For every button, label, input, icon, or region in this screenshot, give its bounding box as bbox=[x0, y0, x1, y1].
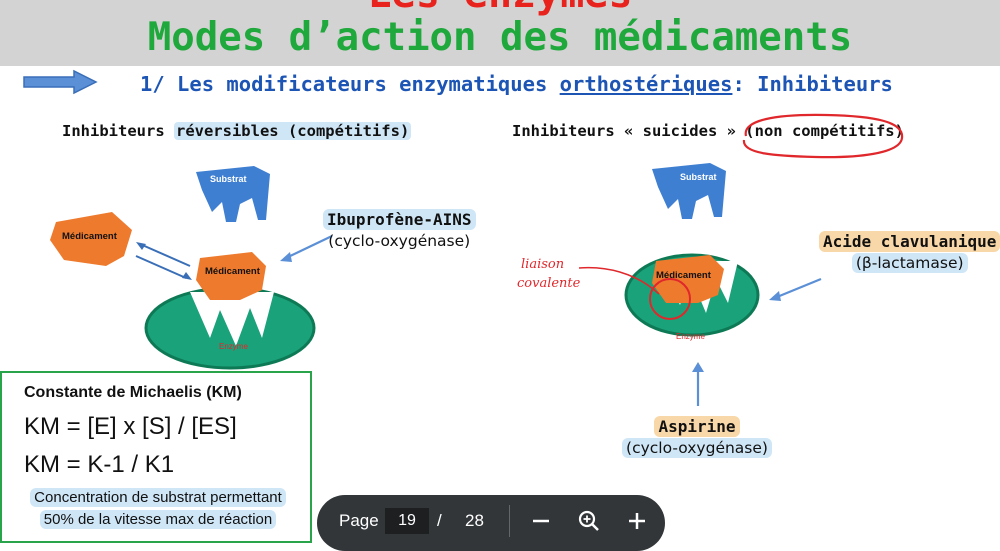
michaelis-note-line2-text: 50% de la vitesse max de réaction bbox=[39, 510, 277, 529]
michaelis-title: Constante de Michaelis (KM) bbox=[24, 384, 242, 401]
enzyme-label-left: Enzyme bbox=[219, 342, 248, 351]
michaelis-box: Constante de Michaelis (KM) KM = [E] x [… bbox=[0, 371, 312, 543]
drug-name-clavulanique: Acide clavulanique bbox=[819, 231, 1000, 252]
left-diagram bbox=[50, 166, 333, 370]
page-separator: / bbox=[437, 511, 442, 530]
section-title-suffix: : Inhibiteurs bbox=[732, 72, 893, 96]
medicament-shape-bound-right bbox=[652, 255, 724, 303]
drug-target-aspirine: (cyclo-oxygénase) bbox=[622, 438, 772, 458]
handwriting-liaison: liaison bbox=[521, 257, 565, 272]
zoom-in-button[interactable] bbox=[621, 505, 653, 537]
right-diagram bbox=[624, 163, 760, 337]
handwriting-arrow bbox=[578, 266, 660, 295]
enzyme-label-right: Enzyme bbox=[676, 332, 705, 341]
medicament-shape-free bbox=[50, 212, 132, 266]
left-header: Inhibiteurs réversibles (compétitifs) bbox=[62, 122, 412, 140]
michaelis-note-line2: 50% de la vitesse max de réaction bbox=[2, 510, 314, 529]
right-header-prefix: Inhibiteurs « suicides » bbox=[512, 122, 746, 140]
zoom-out-button[interactable] bbox=[525, 505, 557, 537]
page-number-input[interactable] bbox=[385, 508, 429, 534]
zoom-fit-button[interactable] bbox=[573, 505, 605, 537]
page-label: Page bbox=[339, 511, 379, 530]
section-title-underlined: orthostériques bbox=[559, 72, 733, 96]
page-toolbar: Page / 28 bbox=[317, 495, 665, 551]
michaelis-eq1: KM = [E] x [S] / [ES] bbox=[24, 413, 237, 440]
medicament-label-free: Médicament bbox=[62, 231, 117, 242]
michaelis-note-line1-text: Concentration de substrat permettant bbox=[30, 488, 286, 507]
michaelis-note-line1: Concentration de substrat permettant bbox=[2, 488, 314, 507]
section-title: 1/ Les modificateurs enzymatiques orthos… bbox=[140, 72, 893, 96]
drug-target-ibuprofene: (cyclo-oxygénase) bbox=[328, 232, 471, 250]
right-header-circled: (non compétitifs) bbox=[745, 122, 904, 140]
drug-target-clavulanique: (β-lactamase) bbox=[851, 253, 968, 273]
right-header: Inhibiteurs « suicides » (non compétitif… bbox=[512, 122, 904, 140]
toolbar-divider bbox=[509, 505, 510, 537]
clavulanique-callout: Acide clavulanique (β-lactamase) bbox=[819, 231, 1000, 273]
left-header-highlight: réversibles (compétitifs) bbox=[173, 122, 412, 140]
title-bar: Les enzymes Modes d’action des médicamen… bbox=[0, 0, 1000, 66]
aspirine-callout: Aspirine (cyclo-oxygénase) bbox=[612, 416, 782, 458]
drug-name-ibuprofene: Ibuprofène-AINS bbox=[323, 209, 476, 230]
slide-title: Modes d’action des médicaments bbox=[147, 15, 853, 60]
substrat-shape-right bbox=[652, 163, 726, 219]
ibuprofene-callout: Ibuprofène-AINS (cyclo-oxygénase) bbox=[323, 209, 476, 251]
plus-icon bbox=[629, 513, 645, 529]
minus-icon bbox=[533, 519, 549, 523]
medicament-label-bound: Médicament bbox=[205, 266, 260, 277]
circle-annotation bbox=[742, 113, 904, 159]
page-total: 28 bbox=[465, 511, 484, 530]
zoom-icon bbox=[578, 510, 599, 531]
slide-title-top: Les enzymes bbox=[0, 0, 1000, 14]
medicament-label-bound-right: Médicament bbox=[656, 270, 711, 281]
section-title-prefix: 1/ Les modificateurs enzymatiques bbox=[140, 72, 560, 96]
arrow-right-icon bbox=[23, 69, 98, 95]
arrow-aspirine bbox=[692, 362, 704, 406]
michaelis-eq2: KM = K-1 / K1 bbox=[24, 451, 175, 478]
handwriting-covalente: covalente bbox=[517, 276, 581, 291]
drug-name-aspirine: Aspirine bbox=[654, 416, 740, 437]
arrow-clavulanique bbox=[769, 277, 822, 301]
substrat-shape-left bbox=[196, 166, 270, 222]
medicament-shape-bound bbox=[196, 252, 266, 300]
substrat-label-left: Substrat bbox=[210, 174, 247, 184]
substrat-label-right: Substrat bbox=[680, 172, 717, 182]
left-header-prefix: Inhibiteurs bbox=[62, 122, 174, 140]
